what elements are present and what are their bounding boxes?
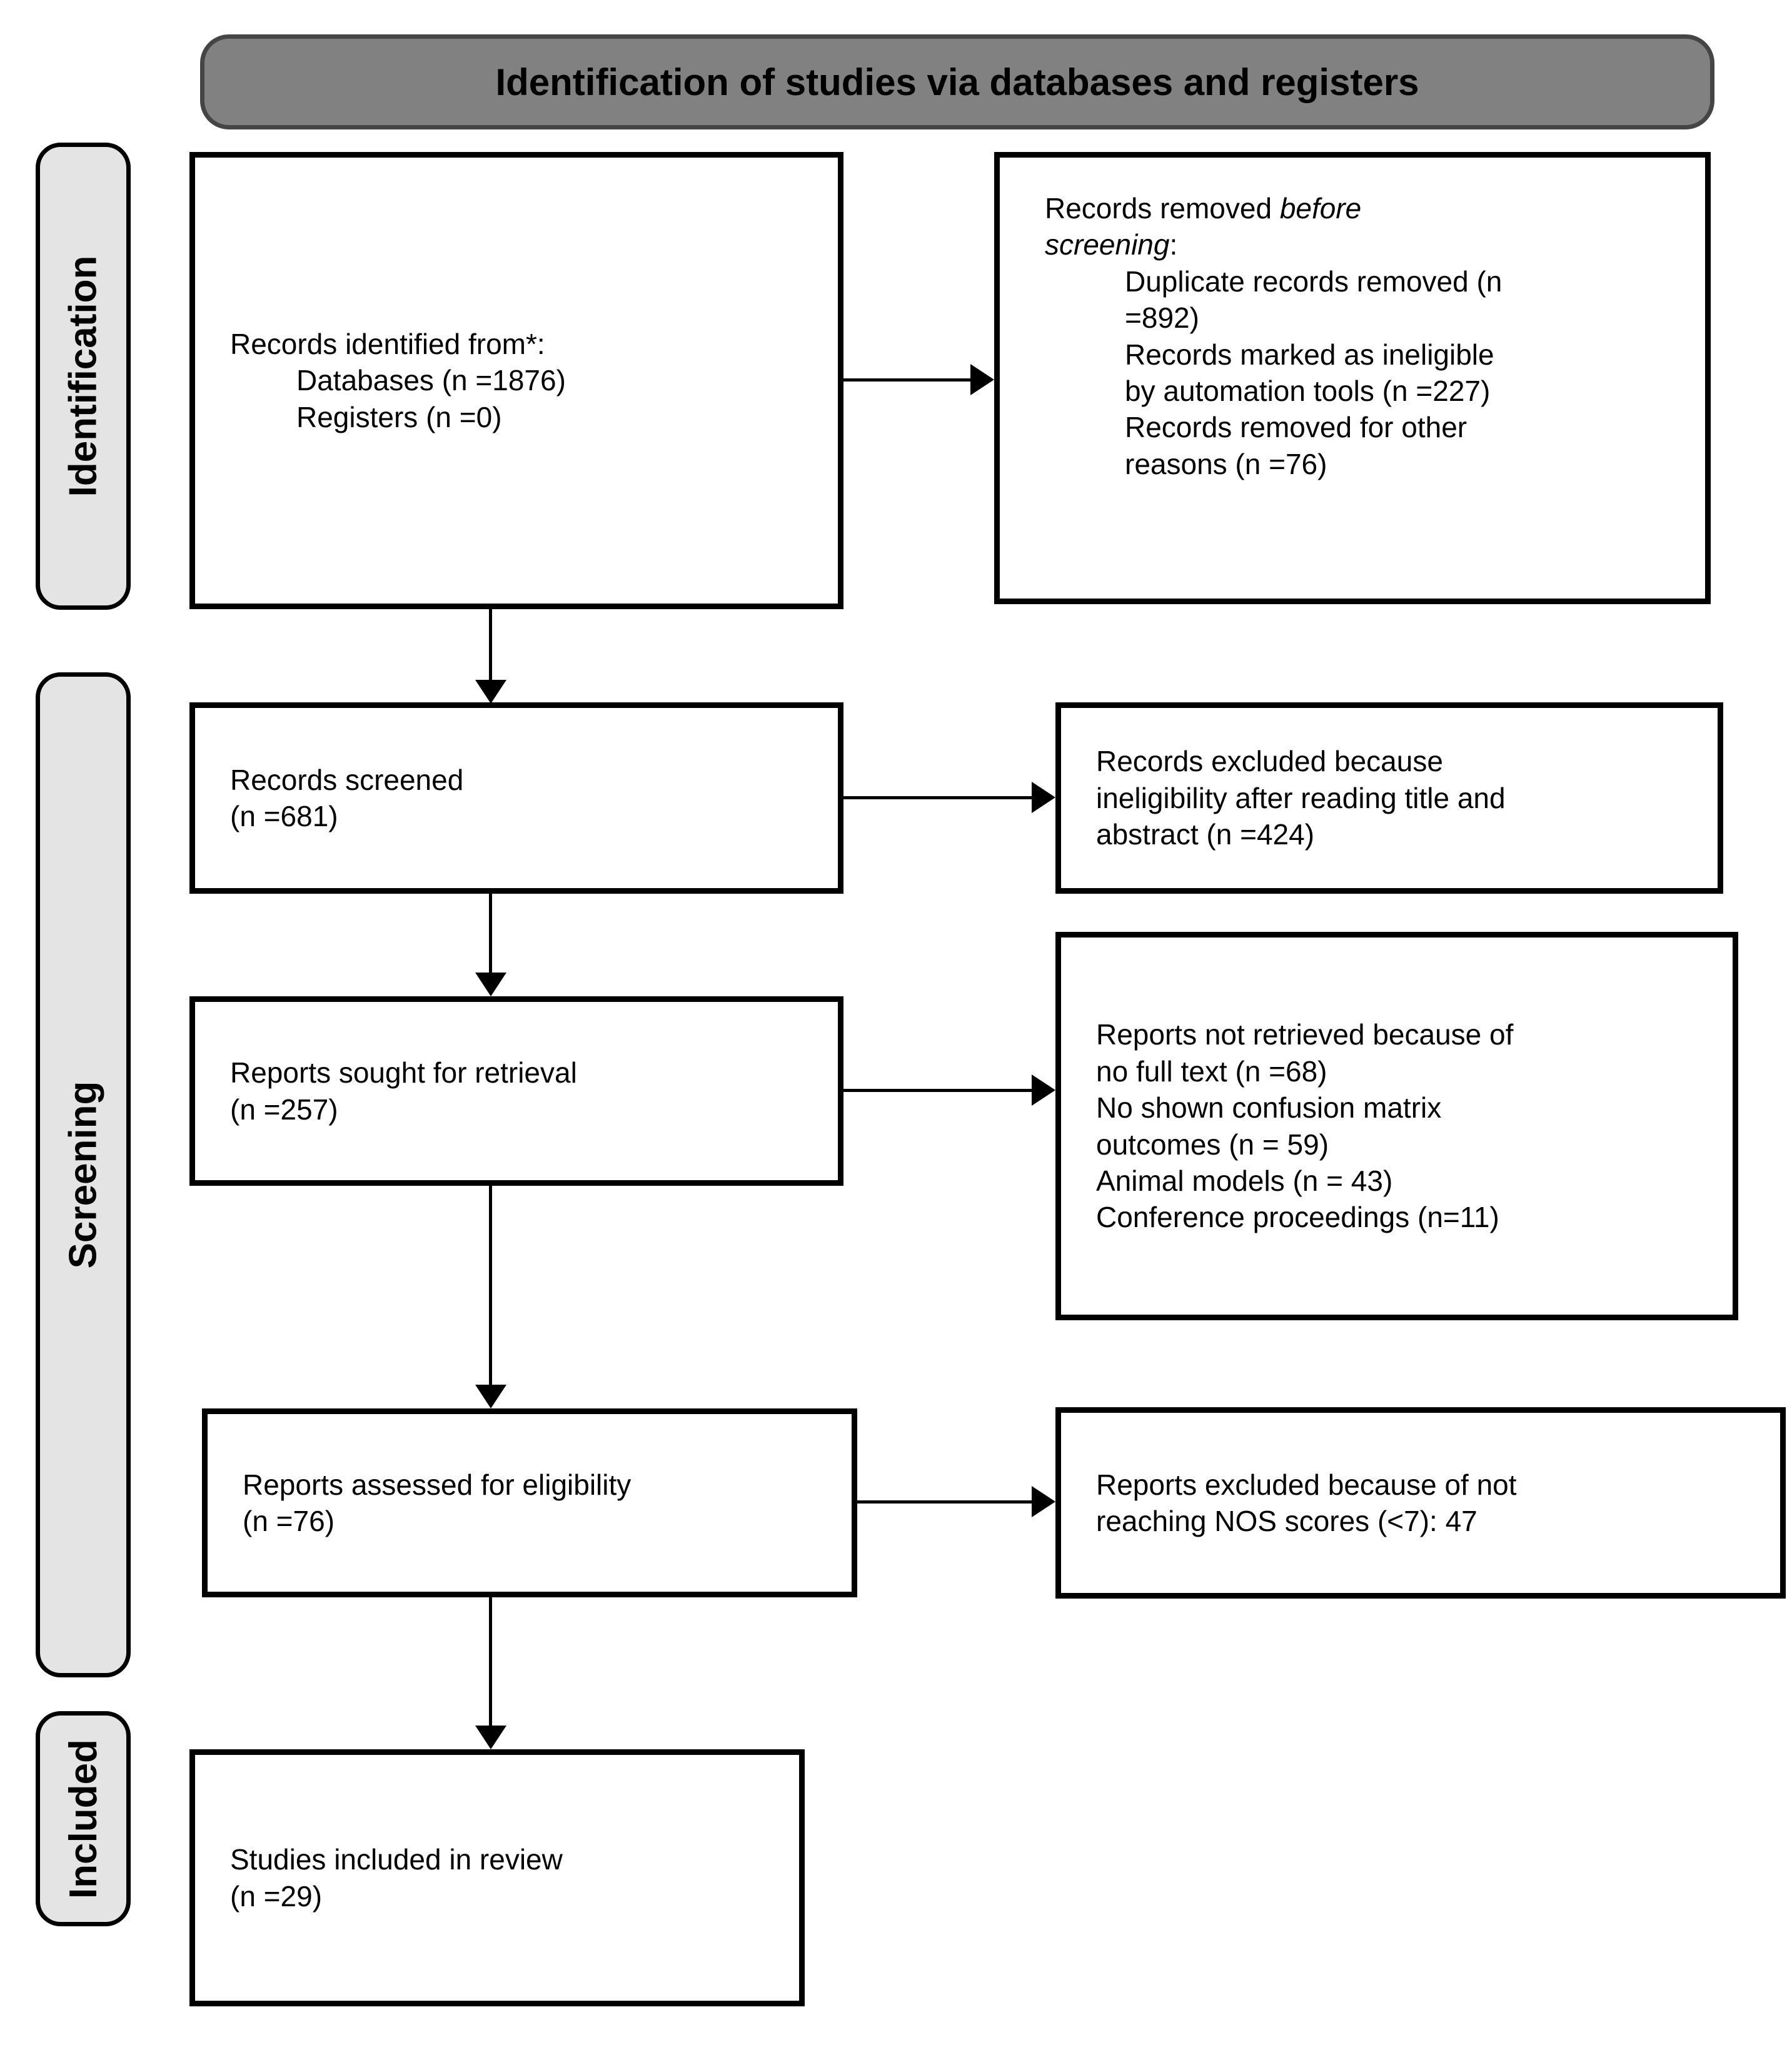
reports-assessed-text: Reports assessed for eligibility	[243, 1468, 632, 1501]
connector-line-sought-to-assessed	[489, 1185, 492, 1386]
not-retrieved-line1: Reports not retrieved because of	[1096, 1018, 1514, 1051]
duplicate-records-line2: =892)	[1125, 301, 1199, 335]
other-reasons-line1: Records removed for other	[1125, 411, 1467, 444]
box-records-identified: Records identified from*: Databases (n =…	[189, 152, 843, 609]
arrow-down-icon	[475, 1385, 506, 1408]
studies-included-count: (n =29)	[230, 1879, 323, 1913]
records-identified-title: Records identified from*:	[230, 327, 545, 360]
animal-models-line: Animal models (n = 43)	[1096, 1164, 1393, 1197]
other-reasons-line2: reasons (n =76)	[1125, 447, 1327, 480]
box-records-excluded: Records excluded because ineligibility a…	[1055, 702, 1723, 894]
not-retrieved-line2: no full text (n =68)	[1096, 1054, 1327, 1088]
ineligible-records-line2: by automation tools (n =227)	[1125, 375, 1491, 408]
box-reports-assessed: Reports assessed for eligibility (n =76)	[202, 1408, 857, 1597]
box-reports-sought: Reports sought for retrieval (n =257)	[189, 996, 843, 1186]
connector-line-screened-to-excluded	[843, 796, 1034, 799]
header-banner: Identification of studies via databases …	[200, 34, 1714, 129]
records-removed-title-line1: Records removed before	[1045, 192, 1362, 225]
connector-line-identified-to-screened	[489, 609, 492, 682]
stage-label-included: Included	[61, 1739, 105, 1899]
reports-sought-count: (n =257)	[230, 1093, 338, 1126]
box-reports-not-retrieved: Reports not retrieved because of no full…	[1055, 932, 1738, 1320]
reports-assessed-count: (n =76)	[243, 1505, 335, 1537]
stage-rail-identification: Identification	[36, 143, 131, 610]
conference-proceedings-line: Conference proceedings (n=11)	[1096, 1201, 1499, 1234]
connector-line-screened-to-sought	[489, 893, 492, 974]
box-records-screened: Records screened (n =681)	[189, 702, 843, 894]
stage-label-screening: Screening	[61, 1081, 105, 1269]
duplicate-records-line1: Duplicate records removed (n	[1125, 265, 1503, 298]
arrow-down-icon	[475, 973, 506, 996]
nos-excluded-line1: Reports excluded because of not	[1096, 1468, 1517, 1501]
nos-excluded-line2: reaching NOS scores (<7): 47	[1096, 1505, 1477, 1537]
stage-label-identification: Identification	[61, 255, 105, 497]
connector-line-identified-to-removed	[843, 378, 973, 382]
studies-included-text: Studies included in review	[230, 1843, 563, 1876]
arrow-down-icon	[475, 1726, 506, 1749]
records-screened-count: (n =681)	[230, 800, 338, 832]
diagram-title: Identification of studies via databases …	[495, 61, 1419, 103]
stage-rail-screening: Screening	[36, 672, 131, 1677]
records-excluded-line2: ineligibility after reading title and	[1096, 781, 1506, 814]
connector-line-sought-to-notretrieved	[843, 1089, 1034, 1092]
confusion-matrix-line2: outcomes (n = 59)	[1096, 1128, 1329, 1161]
confusion-matrix-line1: No shown confusion matrix	[1096, 1091, 1442, 1125]
records-screened-text: Records screened	[230, 763, 464, 796]
records-removed-title-line2: screening:	[1045, 228, 1178, 261]
box-records-removed: Records removed before screening: Duplic…	[994, 152, 1711, 604]
arrow-down-icon	[475, 680, 506, 704]
records-identified-databases: Databases (n =1876)	[296, 364, 566, 397]
connector-line-assessed-to-included	[489, 1597, 492, 1727]
stage-rail-included: Included	[36, 1711, 131, 1926]
records-excluded-line3: abstract (n =424)	[1096, 818, 1315, 851]
records-excluded-line1: Records excluded because	[1096, 745, 1443, 778]
ineligible-records-line1: Records marked as ineligible	[1125, 338, 1494, 371]
arrow-right-icon	[1032, 1486, 1055, 1517]
box-studies-included: Studies included in review (n =29)	[189, 1749, 805, 2006]
records-identified-registers: Registers (n =0)	[296, 400, 502, 433]
reports-sought-text: Reports sought for retrieval	[230, 1056, 577, 1089]
connector-line-assessed-to-nosexcluded	[857, 1500, 1034, 1504]
arrow-right-icon	[1032, 782, 1055, 813]
arrow-right-icon	[970, 364, 994, 395]
arrow-right-icon	[1032, 1074, 1055, 1106]
box-reports-excluded-nos: Reports excluded because of not reaching…	[1055, 1407, 1786, 1599]
